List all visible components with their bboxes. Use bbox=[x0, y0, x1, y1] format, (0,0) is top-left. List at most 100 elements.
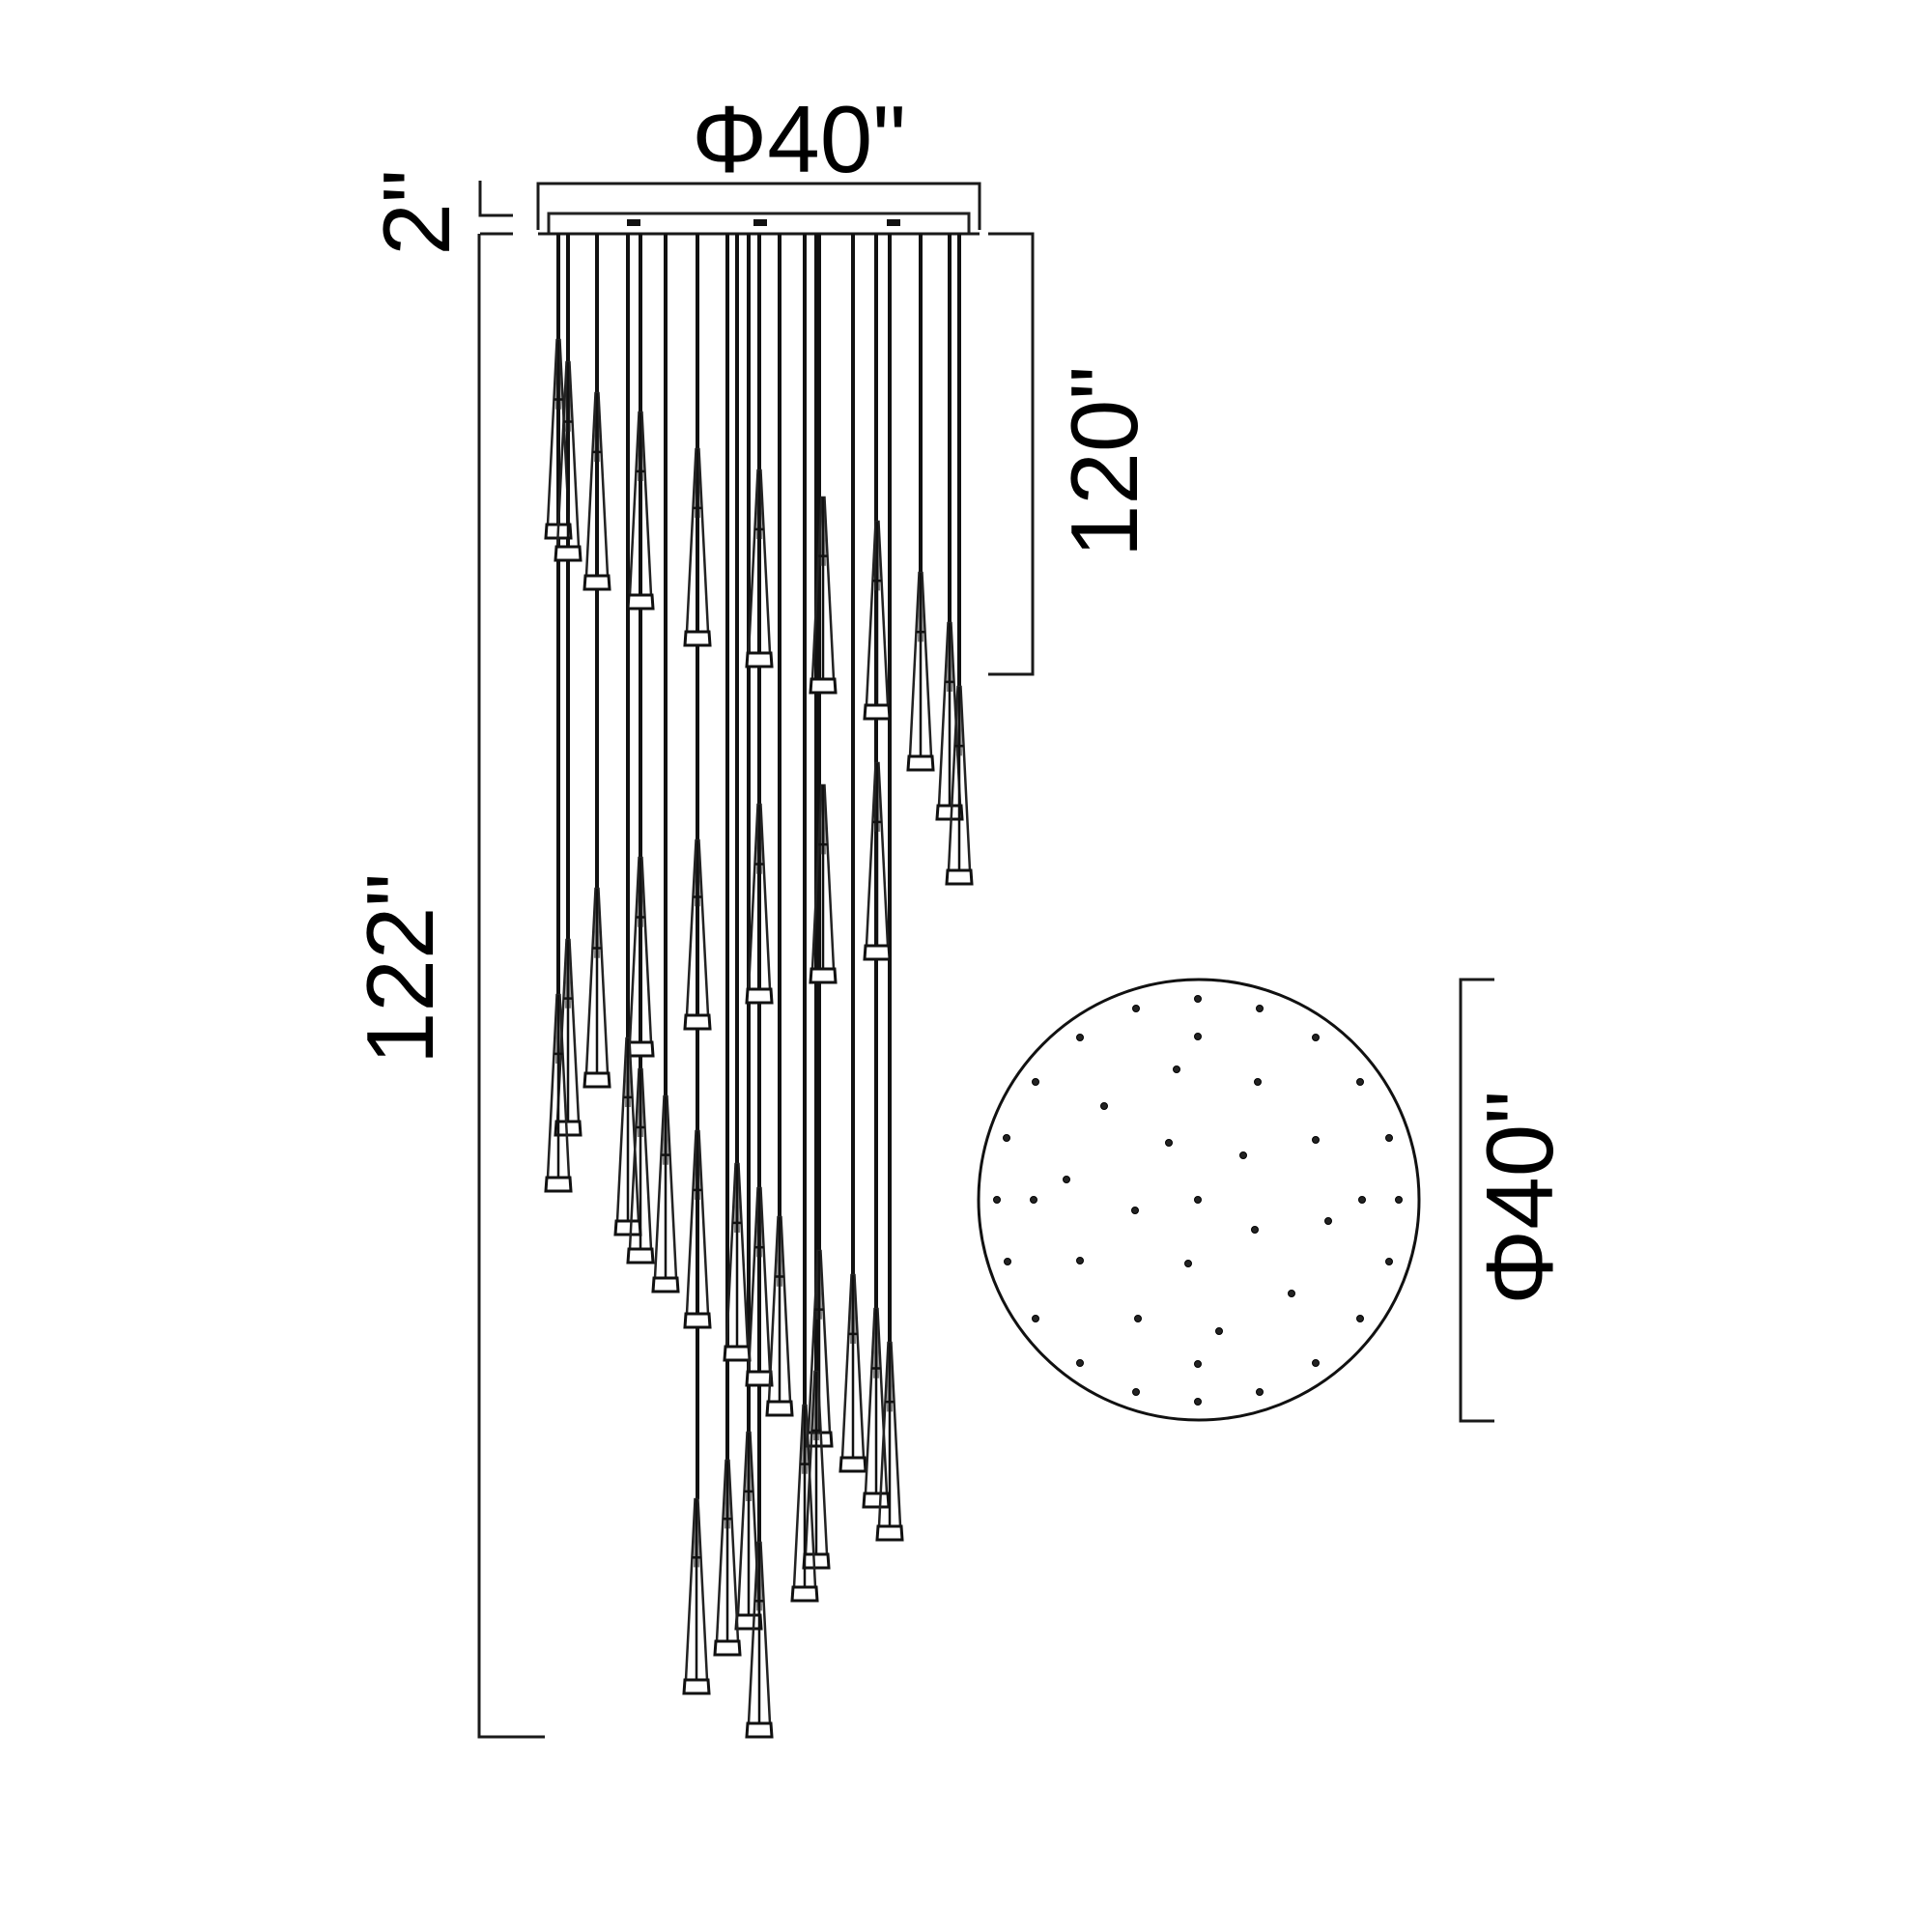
cord-length-bracket bbox=[988, 232, 1035, 676]
plate-diameter-bracket bbox=[1459, 978, 1494, 1423]
cone-pendant bbox=[862, 1307, 891, 1509]
connector-icon bbox=[627, 219, 640, 226]
top-diameter-dimension: Φ40" bbox=[536, 86, 981, 230]
pendant-cap bbox=[651, 1276, 680, 1293]
mounting-hole-icon bbox=[1194, 995, 1202, 1003]
mounting-hole-icon bbox=[1288, 1290, 1295, 1297]
pendant-cap bbox=[906, 754, 935, 772]
cone-pendant bbox=[723, 1162, 752, 1362]
cone-pendant bbox=[626, 1067, 655, 1264]
overall-height-bracket bbox=[477, 234, 545, 1739]
mounting-hole-icon bbox=[1004, 1258, 1011, 1265]
pendant-cap bbox=[582, 1071, 611, 1089]
mounting-hole-icon bbox=[993, 1196, 1001, 1204]
mounting-hole-icon bbox=[1131, 1207, 1139, 1214]
mounting-hole-icon bbox=[1132, 1388, 1140, 1396]
pendant-cap bbox=[554, 545, 582, 562]
cone-pendant bbox=[745, 1541, 774, 1739]
cone-pendant bbox=[809, 783, 838, 984]
pendant-cap bbox=[790, 1585, 819, 1603]
top-diameter-label: Φ40" bbox=[692, 86, 906, 192]
canopy-height-label: 2" bbox=[363, 169, 469, 255]
overall-height-dimension: 122" bbox=[347, 234, 545, 1739]
mounting-hole-icon bbox=[1254, 1078, 1262, 1086]
pendant-cap bbox=[713, 1639, 742, 1657]
cone-pendant bbox=[544, 993, 573, 1193]
pendant-cap bbox=[626, 1247, 655, 1264]
overall-height-label: 122" bbox=[347, 873, 453, 1065]
pendant-cap bbox=[809, 677, 838, 695]
mounting-hole-icon bbox=[1134, 1315, 1142, 1322]
mounting-hole-icon bbox=[1239, 1151, 1247, 1159]
cone-pendant bbox=[809, 496, 838, 695]
mounting-hole-icon bbox=[1324, 1217, 1332, 1225]
mounting-hole-icon bbox=[1132, 1005, 1140, 1012]
cone-pendant bbox=[682, 1497, 711, 1695]
mounting-hole-icon bbox=[1063, 1176, 1070, 1183]
mounting-hole-icon bbox=[1003, 1134, 1010, 1142]
mounting-hole-icon bbox=[1356, 1315, 1364, 1322]
mounting-hole-icon bbox=[1356, 1078, 1364, 1086]
canopy-height-dimension: 2" bbox=[363, 169, 513, 256]
mounting-hole-icon bbox=[1256, 1005, 1264, 1012]
cone-pendant bbox=[790, 1404, 819, 1603]
mounting-hole-icon bbox=[1312, 1136, 1320, 1144]
cone-pendant bbox=[906, 571, 935, 772]
top-diameter-bracket bbox=[536, 182, 981, 230]
canopy-plan-circle bbox=[977, 978, 1421, 1422]
connector-icon bbox=[753, 219, 767, 226]
cone-pendant bbox=[582, 887, 611, 1089]
cone-pendant bbox=[802, 1370, 831, 1570]
pendant-cap bbox=[723, 1345, 752, 1362]
pendant-cap bbox=[875, 1524, 904, 1542]
cone-pendant bbox=[582, 391, 611, 591]
mounting-hole-icon bbox=[1358, 1196, 1366, 1204]
cone-pendant bbox=[626, 856, 655, 1058]
pendant-cap bbox=[683, 1013, 712, 1031]
mounting-hole-icon bbox=[1194, 1398, 1202, 1406]
pendant-cap bbox=[765, 1400, 794, 1417]
mounting-hole-icon bbox=[1256, 1388, 1264, 1396]
cone-pendant bbox=[554, 360, 582, 562]
pendant-cap bbox=[745, 1370, 774, 1387]
pendant-cap bbox=[935, 804, 964, 821]
mounting-hole-icon bbox=[1165, 1139, 1173, 1147]
mounting-hole-icon bbox=[1032, 1078, 1039, 1086]
mounting-hole-icon bbox=[1395, 1196, 1403, 1204]
cone-pendant bbox=[863, 520, 892, 721]
pendant-cap bbox=[809, 967, 838, 984]
connector-icon bbox=[887, 219, 900, 226]
mounting-hole-icon bbox=[1312, 1359, 1320, 1367]
mounting-hole-icon bbox=[1194, 1196, 1202, 1204]
mounting-hole-icon bbox=[1030, 1196, 1037, 1204]
mounting-hole-icon bbox=[1076, 1359, 1084, 1367]
mounting-hole-icon bbox=[1194, 1033, 1202, 1040]
mounting-hole-icon bbox=[1076, 1034, 1084, 1041]
cone-pendant bbox=[745, 803, 774, 1005]
pendant-mounting-holes bbox=[993, 995, 1403, 1406]
mounting-hole-icon bbox=[1312, 1034, 1320, 1041]
mounting-hole-icon bbox=[1385, 1134, 1393, 1142]
mounting-hole-icon bbox=[1184, 1260, 1192, 1267]
pendant-cap bbox=[683, 630, 712, 647]
mounting-hole-icon bbox=[1173, 1065, 1180, 1073]
cone-pendant bbox=[683, 1129, 712, 1329]
pendant-cap bbox=[682, 1678, 711, 1695]
cone-pendant bbox=[745, 469, 774, 668]
cord-length-label: 120" bbox=[1051, 366, 1157, 557]
pendant-cap bbox=[544, 1176, 573, 1193]
cord-length-dimension: 120" bbox=[988, 232, 1157, 676]
mounting-hole-icon bbox=[1100, 1102, 1108, 1110]
mounting-hole-icon bbox=[1076, 1257, 1084, 1264]
canopy bbox=[538, 212, 980, 236]
mounting-hole-icon bbox=[1032, 1315, 1039, 1322]
pendant-cap bbox=[863, 703, 892, 721]
pendant-cap bbox=[863, 944, 892, 961]
cone-pendant bbox=[765, 1215, 794, 1417]
pendant-cap bbox=[945, 868, 974, 886]
pendant-cap bbox=[554, 1120, 582, 1137]
cone-pendant bbox=[713, 1459, 742, 1657]
cone-pendant bbox=[945, 685, 974, 886]
canopy-height-bracket-upper bbox=[478, 181, 513, 217]
